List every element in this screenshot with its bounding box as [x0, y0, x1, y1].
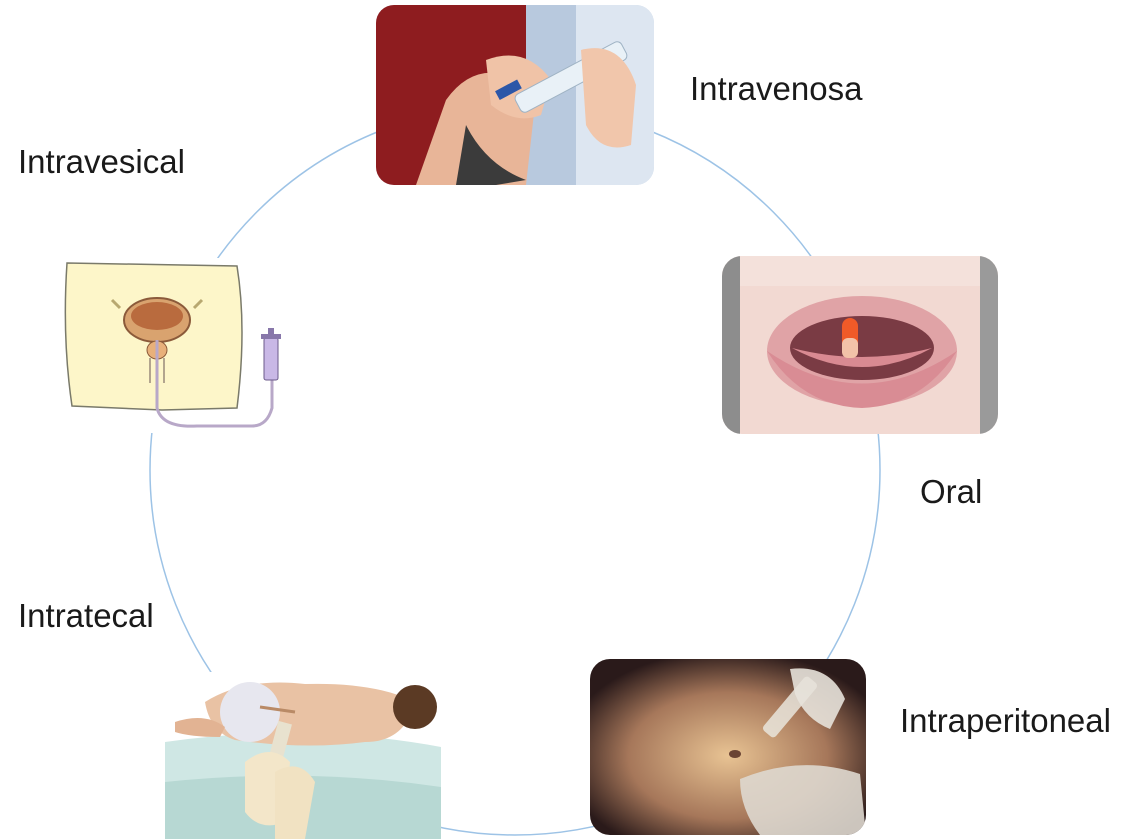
intravesical-label: Intravesical: [18, 143, 185, 181]
intratecal-label: Intratecal: [18, 597, 154, 635]
intraperitoneal-label: Intraperitoneal: [900, 702, 1111, 740]
intraperitoneal-image: [590, 659, 866, 835]
intratecal-image: [165, 672, 441, 839]
intravenosa-label: Intravenosa: [690, 70, 862, 108]
intravesical-image: [32, 258, 307, 433]
intravenosa-image: [376, 5, 654, 185]
oral-image: [722, 256, 998, 434]
oral-label: Oral: [920, 473, 982, 511]
